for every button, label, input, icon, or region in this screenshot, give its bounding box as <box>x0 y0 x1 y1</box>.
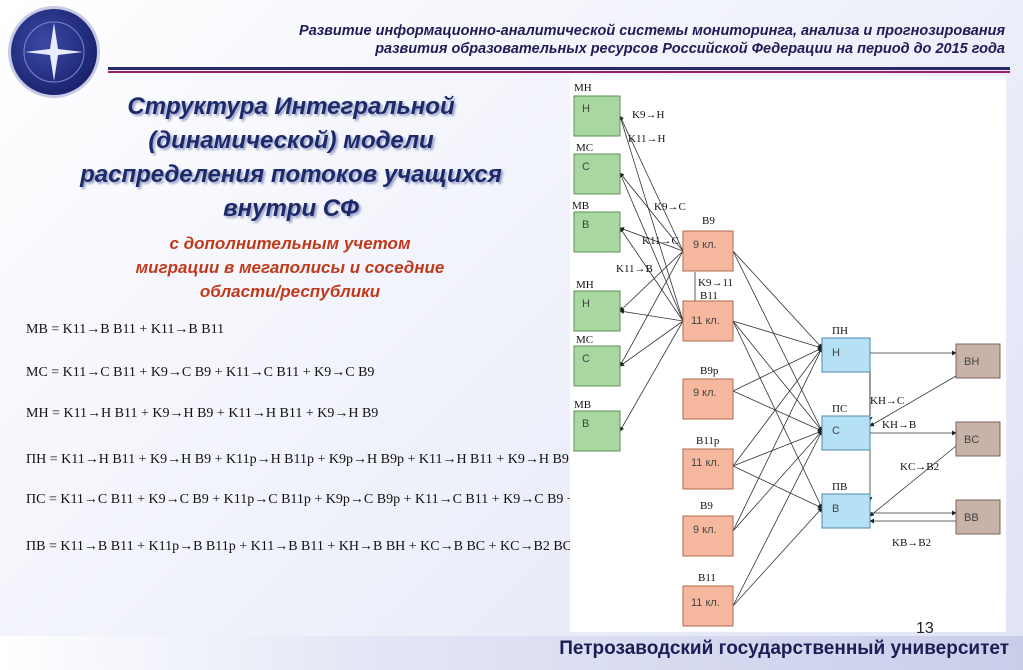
left-node-v2 <box>573 410 621 452</box>
left-node-label-2: С <box>582 161 590 173</box>
mid-node-label-2: 11 кл. <box>691 315 720 327</box>
edge-label-10: KВ→В2 <box>892 537 931 549</box>
mid-node-11-1 <box>682 300 734 342</box>
right-node-label-3: В <box>832 503 839 515</box>
right-node-tag-1: ПН <box>832 325 848 337</box>
mid-node-tag-4: B11p <box>696 435 720 447</box>
slide-title: Структура Интегральной (динамической) мо… <box>26 90 556 226</box>
mid-node-label-4: 11 кл. <box>691 457 720 469</box>
edge-label-5: K11→В <box>616 263 653 275</box>
right-node-v <box>821 493 871 529</box>
right-node-s <box>821 415 871 451</box>
formula-ms: MС = K11→С B11 + K9→С B9 + K11→С B11 + K… <box>26 365 375 380</box>
edge-label-1: K9→Н <box>632 109 664 121</box>
presentation-header: Развитие информационно-аналитической сис… <box>185 22 1005 58</box>
edge-label-6: K9→11 <box>698 277 733 289</box>
right-node-tag-3: ПВ <box>832 481 847 493</box>
subtitle-line-2: миграции в мегаполисы и соседние <box>135 258 445 277</box>
far-node-label-1: BН <box>964 356 979 368</box>
left-node-tag-4: MН <box>576 279 594 291</box>
title-line-2: (динамической) модели <box>148 127 434 154</box>
right-node-n <box>821 337 871 373</box>
left-node-label-6: В <box>582 418 589 430</box>
flow-diagram: Н С В Н С В MН MС MВ MН MС MВ 9 кл. 11 к… <box>570 76 1006 632</box>
left-node-label-5: С <box>582 353 590 365</box>
title-line-3: распределения потоков учащихся <box>80 161 502 188</box>
edge-label-3: K9→С <box>654 201 686 213</box>
page-number: 13 <box>916 620 934 637</box>
subtitle-line-3: области/республики <box>199 282 381 301</box>
left-node-tag-2: MС <box>576 142 593 154</box>
slide-subtitle: с дополнительным учетом миграции в мегап… <box>60 232 520 304</box>
mid-node-tag-5: B9 <box>700 500 713 512</box>
edge-label-4: K11→С <box>642 235 679 247</box>
left-node-tag-5: MС <box>576 334 593 346</box>
title-line-4: внутри СФ <box>223 195 359 222</box>
formula-ps: ПС = K11→С B11 + K9→С B9 + K11p→С B11p +… <box>26 492 645 507</box>
far-node-label-2: BС <box>964 434 979 446</box>
mid-node-label-6: 11 кл. <box>691 597 720 609</box>
subtitle-line-1: с дополнительным учетом <box>169 234 411 253</box>
mid-node-11-3 <box>682 585 734 627</box>
mid-node-tag-6: B11 <box>698 572 716 584</box>
mid-node-9-2 <box>682 378 734 420</box>
mid-node-tag-1: B9 <box>702 215 715 227</box>
left-node-label-1: Н <box>582 103 590 115</box>
left-node-tag-1: MН <box>574 82 592 94</box>
edge-label-8: KН→В <box>882 419 916 431</box>
far-node-v <box>955 499 1001 535</box>
formula-pv: ПВ = K11→В B11 + K11p→В B11p + K11→В B11… <box>26 539 659 554</box>
edge-label-7: KН→С <box>870 395 904 407</box>
far-node-n <box>955 343 1001 379</box>
left-node-tag-3: MВ <box>572 200 589 212</box>
left-node-n1 <box>573 95 621 137</box>
university-logo <box>8 6 100 98</box>
left-node-tag-6: MВ <box>574 399 591 411</box>
header-divider <box>108 67 1010 70</box>
left-node-s2 <box>573 345 621 387</box>
title-line-1: Структура Интегральной <box>127 93 455 120</box>
mid-node-label-5: 9 кл. <box>693 524 717 536</box>
left-node-label-4: Н <box>582 298 590 310</box>
mid-node-9-1 <box>682 230 734 272</box>
left-node-s1 <box>573 153 621 195</box>
mid-node-9-3 <box>682 515 734 557</box>
far-node-s <box>955 421 1001 457</box>
header-line-2: развития образовательных ресурсов Россий… <box>375 41 1005 57</box>
mid-node-tag-3: B9p <box>700 365 719 377</box>
mid-node-label-3: 9 кл. <box>693 387 717 399</box>
left-node-n2 <box>573 290 621 332</box>
left-node-v1 <box>573 211 621 253</box>
mid-node-tag-2: B11 <box>700 290 718 302</box>
far-node-label-3: BВ <box>964 512 979 524</box>
mid-node-11-2 <box>682 448 734 490</box>
formula-mv: MВ = K11→В B11 + K11→В B11 <box>26 322 225 337</box>
header-divider-accent <box>108 71 1010 73</box>
right-node-label-2: С <box>832 425 840 437</box>
formula-pn: ПН = K11→Н B11 + K9→Н B9 + K11p→Н B11p +… <box>26 452 569 467</box>
formula-mn: MН = K11→Н B11 + K9→Н B9 + K11→Н B11 + K… <box>26 406 379 421</box>
footer-bar <box>0 636 1023 670</box>
left-node-label-3: В <box>582 219 589 231</box>
flow-edges <box>618 115 957 607</box>
edge-label-2: K11→Н <box>628 133 666 145</box>
header-line-1: Развитие информационно-аналитической сис… <box>299 23 1005 39</box>
mid-node-label-1: 9 кл. <box>693 239 717 251</box>
right-node-label-1: Н <box>832 347 840 359</box>
footer-university-name: Петрозаводский государственный университ… <box>559 638 1009 659</box>
right-node-tag-2: ПС <box>832 403 847 415</box>
edge-label-9: KС→В2 <box>900 461 939 473</box>
